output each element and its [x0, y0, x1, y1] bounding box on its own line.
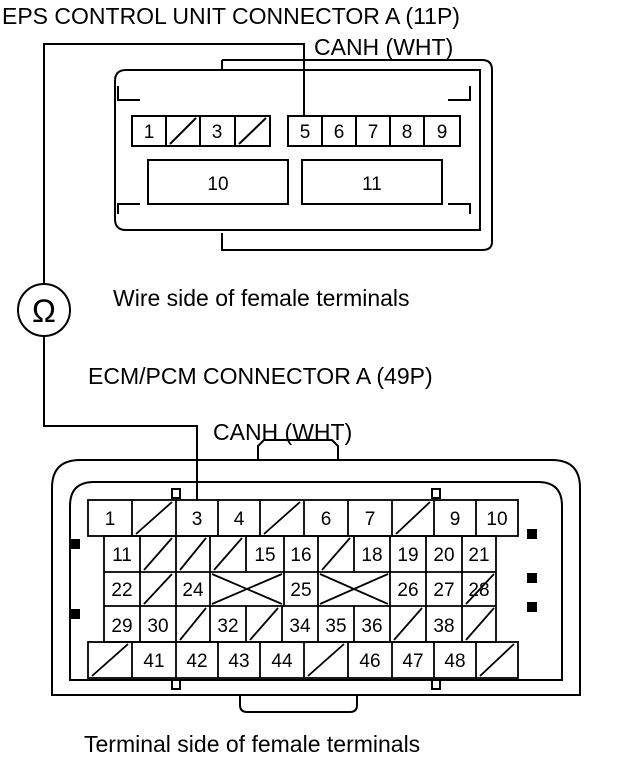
- pin-b-21: 21: [468, 545, 489, 566]
- pin-b-24: 24: [182, 580, 204, 601]
- pin-b-15: 15: [254, 545, 275, 566]
- svg-text:Ω: Ω: [32, 293, 56, 329]
- pin-b-22: 22: [111, 580, 132, 601]
- pin-b-28: 28: [468, 580, 489, 601]
- pin-b-29: 29: [111, 616, 132, 637]
- pin-b-46: 46: [359, 651, 380, 672]
- connector-a-pins: 1 3 5 6 7 8 9 10 11: [131, 115, 461, 205]
- pin-a-9: 9: [437, 122, 448, 143]
- connector-a-housing: [114, 59, 493, 251]
- empty-cavity-b8: [395, 501, 431, 535]
- empty-cavity-4: [238, 117, 267, 145]
- connector-b-wire-label: CANH (WHT): [213, 419, 352, 445]
- pin-a-3: 3: [212, 122, 223, 143]
- pin-a-11: 11: [362, 174, 382, 195]
- pin-b-9: 9: [450, 509, 461, 530]
- pin-b-35: 35: [325, 616, 346, 637]
- pin-b-38: 38: [433, 616, 454, 637]
- pin-a-8: 8: [402, 122, 413, 143]
- pin-b-6: 6: [321, 509, 332, 530]
- connector-a-title: EPS CONTROL UNIT CONNECTOR A (11P): [2, 3, 460, 29]
- pin-b-1: 1: [105, 509, 116, 530]
- pin-b-16: 16: [290, 545, 311, 566]
- pin-b-36: 36: [361, 616, 382, 637]
- connector-a-side-label: Wire side of female terminals: [113, 285, 410, 311]
- empty-cavity-b5: [263, 501, 301, 535]
- ohmmeter-icon: Ω: [17, 283, 71, 337]
- pin-b-19: 19: [397, 545, 418, 566]
- pin-b-27: 27: [433, 580, 454, 601]
- connector-b-side-label: Terminal side of female terminals: [84, 731, 420, 757]
- pin-b-4: 4: [234, 509, 245, 530]
- pin-b-26: 26: [397, 580, 418, 601]
- connector-b-housing: [51, 439, 581, 713]
- pin-b-10: 10: [486, 509, 507, 530]
- pin-a-10: 10: [207, 174, 228, 195]
- pin-b-42: 42: [186, 651, 207, 672]
- empty-cavity-b2: [135, 501, 173, 535]
- pin-b-30: 30: [147, 616, 168, 637]
- pin-b-7: 7: [365, 509, 376, 530]
- pin-b-47: 47: [402, 651, 423, 672]
- pin-b-41: 41: [143, 651, 164, 672]
- pin-b-43: 43: [228, 651, 249, 672]
- pin-a-7: 7: [368, 122, 379, 143]
- pin-b-32: 32: [217, 616, 238, 637]
- pin-b-18: 18: [361, 545, 382, 566]
- connector-b-title: ECM/PCM CONNECTOR A (49P): [88, 363, 433, 389]
- pin-a-1: 1: [144, 122, 155, 143]
- empty-cavity-2: [169, 117, 197, 145]
- pin-a-5: 5: [300, 122, 311, 143]
- pin-b-11: 11: [112, 545, 132, 566]
- pin-b-48: 48: [444, 651, 465, 672]
- pin-b-34: 34: [289, 616, 311, 637]
- pin-b-20: 20: [433, 545, 454, 566]
- pin-b-25: 25: [290, 580, 311, 601]
- connector-b-pins: 1 3 4 6 7 9 10 11 15 16 18 19 20 21 22 2…: [87, 499, 519, 679]
- pin-b-44: 44: [271, 651, 293, 672]
- pin-a-6: 6: [334, 122, 345, 143]
- probe-wire: [43, 43, 305, 500]
- pin-b-3: 3: [192, 509, 203, 530]
- connector-a-wire-label: CANH (WHT): [314, 34, 453, 60]
